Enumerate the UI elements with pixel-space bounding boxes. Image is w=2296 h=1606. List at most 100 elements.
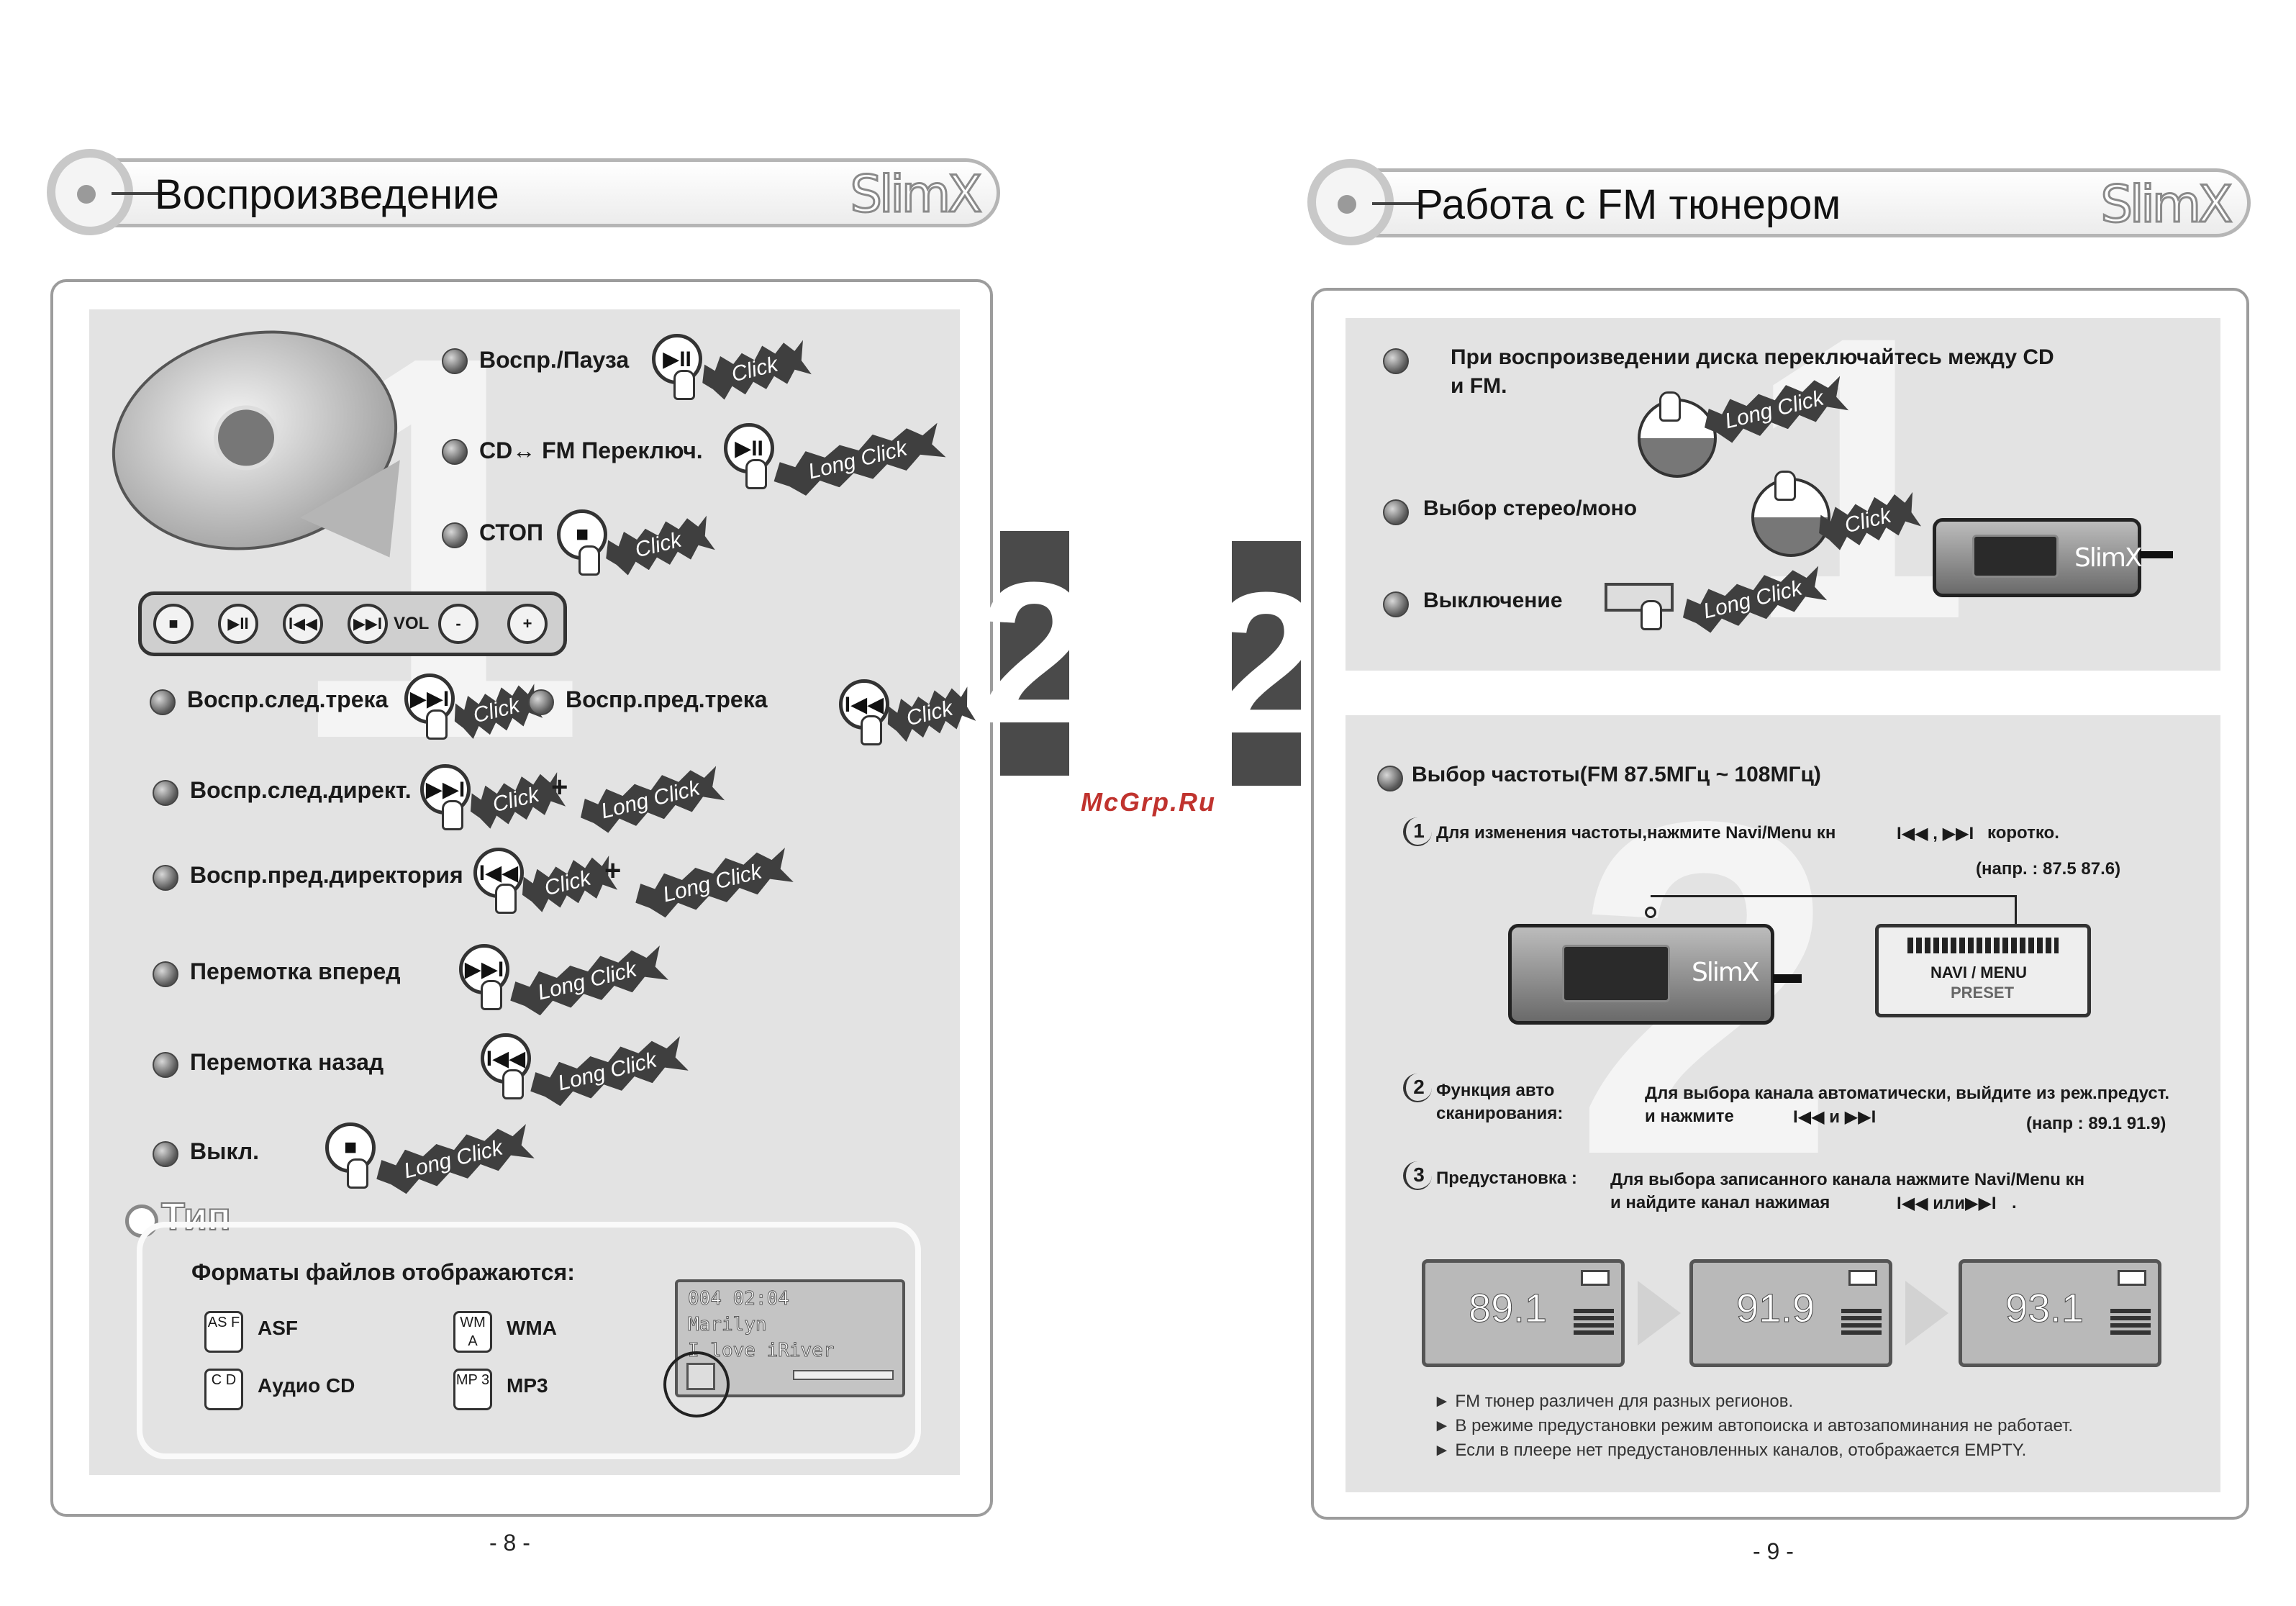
right-header: Работа с FM тюнером SlimX [1307, 159, 2251, 245]
hand-icon [347, 1158, 368, 1189]
hand-icon [481, 980, 502, 1010]
navi-line2: PRESET [1951, 984, 2015, 1002]
cd-format-icon: C D [204, 1369, 243, 1410]
wma-format-icon: WM A [453, 1311, 492, 1353]
signal-icon [1841, 1309, 1882, 1338]
step1-number: 1 [1403, 817, 1432, 846]
device-side-icon [1605, 583, 1674, 612]
lcd-line1: 004 02:04 [688, 1288, 790, 1310]
navi-point-icon [1645, 907, 1656, 918]
callout-line [1651, 895, 2015, 897]
play-pause-icon: ▶II [218, 604, 258, 644]
header-line [1372, 202, 1422, 205]
freq-value-2: 91.9 [1736, 1285, 1815, 1331]
next-icon: ▶▶I [348, 604, 388, 644]
asf-format-label: ASF [258, 1317, 298, 1339]
device-screen [1972, 535, 2059, 578]
device-screen [1562, 945, 1670, 1002]
hand-icon [1659, 391, 1681, 422]
prev-dir-label: Воспр.пред.директория [190, 862, 463, 888]
s1-item3-label: Выключение [1423, 589, 1563, 612]
prev-track-label: Воспр.пред.трека [566, 686, 768, 712]
next-dir-label: Воспр.след.директ. [190, 777, 412, 803]
plus-sign: + [551, 771, 568, 803]
prev-track-button: I◀◀ [839, 679, 889, 730]
slimx-device-image: SlimX [1508, 924, 1774, 1025]
step1-example: (напр. : 87.5 87.6) [1976, 859, 2121, 879]
device-brand: SlimX [1692, 958, 1760, 987]
right-page-number: - 9 - [1753, 1538, 1794, 1564]
vol-label: VOL [394, 614, 430, 633]
navi-scroll-icon [1907, 938, 2059, 953]
step1-keys: I◀◀ , ▶▶I [1897, 824, 1974, 843]
step2-keys: I◀◀ и ▶▶I [1793, 1107, 1877, 1127]
step3-label: Предустановка : [1436, 1169, 1577, 1188]
bullet-icon [1377, 766, 1403, 791]
op-cd-fm-label: CD↔ FM Переключ. [479, 437, 703, 463]
hand-icon [426, 709, 448, 740]
off-label: Выкл. [190, 1138, 260, 1164]
bullet-icon [442, 522, 468, 548]
freq-display-3: 93.1 [1959, 1259, 2161, 1367]
lcd-progress-bar [793, 1370, 894, 1380]
mp3-format-icon: MP 3 [453, 1369, 492, 1410]
right-panel: 1 При воспроизведении диска переключайте… [1311, 276, 2249, 1520]
slimx-device-image: SlimX [1933, 518, 2143, 597]
s1-item2-label: Выбор стерео/моно [1423, 496, 1638, 520]
freq-value-1: 89.1 [1469, 1285, 1548, 1331]
tip-heading: Форматы файлов отображаются: [191, 1259, 575, 1285]
stop-icon: ■ [153, 604, 194, 644]
arrow-right-icon [1638, 1281, 1681, 1346]
bullet-icon [442, 348, 468, 374]
op-stop-label: СТОП [479, 520, 543, 545]
bullet-icon [528, 689, 554, 715]
prev-icon: I◀◀ [283, 604, 323, 644]
left-panel: 1 Воспр./Пауза ▶II Click CD↔ FM Переключ… [50, 275, 993, 1517]
hand-icon [745, 459, 767, 489]
battery-icon [2118, 1270, 2146, 1286]
wma-format-label: WMA [507, 1317, 557, 1339]
next-track-label: Воспр.след.трека [187, 686, 389, 712]
tip-title: Тип [160, 1194, 232, 1239]
bullet-icon [442, 439, 468, 465]
control-bar: ■ ▶II I◀◀ ▶▶I VOL - + [138, 591, 567, 656]
hand-icon [673, 370, 695, 400]
bullet-icon [153, 961, 178, 987]
left-page-title: Воспроизведение [155, 171, 499, 218]
cd-format-label: Аудио CD [258, 1374, 355, 1397]
hand-icon [442, 800, 463, 830]
bullet-icon [1383, 499, 1409, 525]
step3-keys: I◀◀ или▶▶I [1897, 1194, 1997, 1213]
step3-tail: . [2012, 1193, 2017, 1212]
hand-icon [1641, 600, 1662, 630]
step2-label2: сканирования: [1436, 1104, 1564, 1123]
callout-line [2015, 895, 2017, 924]
bullet-icon [153, 780, 178, 806]
signal-icon [2110, 1309, 2151, 1338]
mp3-format-label: MP3 [507, 1374, 548, 1397]
navi-line1: NAVI / MENU [1930, 963, 2028, 981]
bullet-icon [153, 1052, 178, 1078]
op-play-pause-label: Воспр./Пауза [479, 347, 630, 373]
note-1: ► FM тюнер различен для разных регионов. [1433, 1392, 1794, 1411]
note-2: ► В режиме предустановки режим автопоиск… [1433, 1416, 2074, 1435]
ff-label: Перемотка вперед [190, 958, 401, 984]
device-cable [2140, 551, 2173, 558]
hand-icon [1774, 471, 1796, 501]
step3-text2: и найдите канал нажимая [1610, 1193, 1830, 1212]
bullet-icon [1383, 591, 1409, 617]
step2-number: 2 [1403, 1074, 1432, 1102]
bullet-icon [153, 865, 178, 891]
hand-icon [861, 715, 882, 745]
navi-menu-box: NAVI / MENU PRESET [1875, 924, 2091, 1017]
device-closeup-icon [1751, 478, 1830, 557]
brand-logo: SlimX [2100, 174, 2234, 235]
device-brand: SlimX [2074, 543, 2143, 573]
asf-format-icon: AS F [204, 1311, 243, 1353]
next-track-button: ▶▶I [404, 673, 455, 724]
left-page-number: - 8 - [489, 1530, 530, 1556]
hand-icon [495, 884, 517, 914]
step2-label1: Функция авто [1436, 1081, 1555, 1100]
chapter-marker-left: 2 [979, 531, 1091, 776]
freq-display-2: 91.9 [1689, 1259, 1892, 1367]
